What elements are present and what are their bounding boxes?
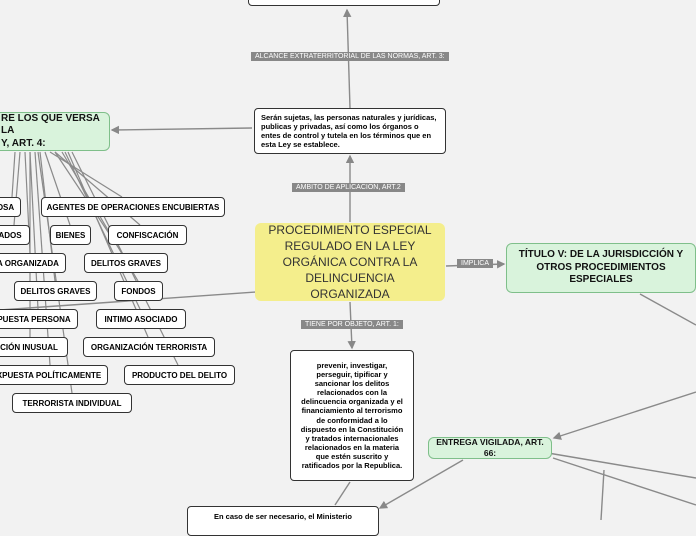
tag-objeto: TIENE POR OBJETO, ART. 1:	[301, 320, 403, 329]
titulo-v-label: TÍTULO V: DE LA JURISDICCIÓN Y OTROS PRO…	[518, 249, 684, 286]
entrega-label: ENTREGA VIGILADA, ART. 66:	[436, 437, 544, 458]
term-terrorista-individual[interactable]: TERRORISTA INDIVIDUAL	[12, 393, 132, 413]
titulo-v-node[interactable]: TÍTULO V: DE LA JURISDICCIÓN Y OTROS PRO…	[506, 243, 696, 293]
ministerio-node[interactable]: En caso de ser necesario, el Ministerio	[187, 506, 379, 536]
term-intimo-asociado[interactable]: INTIMO ASOCIADO	[96, 309, 186, 329]
term-bienes[interactable]: BIENES	[50, 225, 91, 245]
term-delitos-graves-2[interactable]: DELITOS GRAVES	[14, 281, 97, 301]
tag-alcance: ALCANCE EXTRATERRITORIAL DE LAS NORMAS, …	[251, 52, 449, 61]
term-producto-del-delito[interactable]: PRODUCTO DEL DELITO	[124, 365, 235, 385]
term-agentes-operaciones-encubiertas[interactable]: AGENTES DE OPERACIONES ENCUBIERTAS	[41, 197, 225, 217]
ministerio-text: En caso de ser necesario, el Ministerio	[214, 512, 352, 521]
objeto-text: prevenir, investigar, perseguir, tipific…	[300, 360, 404, 471]
entrega-vigilada-node[interactable]: ENTREGA VIGILADA, ART. 66:	[428, 437, 552, 459]
tag-ambito: AMBITO DE APLICACION, ART.2	[292, 183, 405, 192]
term-fondos[interactable]: FONDOS	[114, 281, 163, 301]
definiciones-node[interactable]: RE LOS QUE VERSA LA Y, ART. 4:	[0, 112, 110, 151]
term-delitos-graves-1[interactable]: DELITOS GRAVES	[84, 253, 168, 273]
objeto-node[interactable]: prevenir, investigar, perseguir, tipific…	[290, 350, 414, 481]
central-topic[interactable]: PROCEDIMIENTO ESPECIAL REGULADO EN LA LE…	[255, 223, 445, 301]
sujetos-node[interactable]: Serán sujetas, las personas naturales y …	[254, 108, 446, 154]
definiciones-label: RE LOS QUE VERSA LA Y, ART. 4:	[1, 112, 100, 149]
top-node[interactable]	[248, 0, 440, 6]
term-confiscacion[interactable]: CONFISCACIÓN	[108, 225, 187, 245]
term-puesta-persona[interactable]: PUESTA PERSONA	[0, 309, 78, 329]
term-organizacion-terrorista[interactable]: ORGANIZACIÓN TERRORISTA	[83, 337, 215, 357]
central-title: PROCEDIMIENTO ESPECIAL REGULADO EN LA LE…	[268, 222, 432, 302]
tag-implica: IMPLICA	[457, 259, 494, 268]
term-cion-inusual[interactable]: CIÓN INUSUAL	[0, 337, 68, 357]
term-osa[interactable]: OSA	[0, 197, 21, 217]
term-a-organizada[interactable]: A ORGANIZADA	[0, 253, 66, 273]
term-xpuesta-politicamente[interactable]: XPUESTA POLÍTICAMENTE	[0, 365, 108, 385]
term-ados[interactable]: ADOS	[0, 225, 30, 245]
sujetos-text: Serán sujetas, las personas naturales y …	[261, 112, 437, 150]
